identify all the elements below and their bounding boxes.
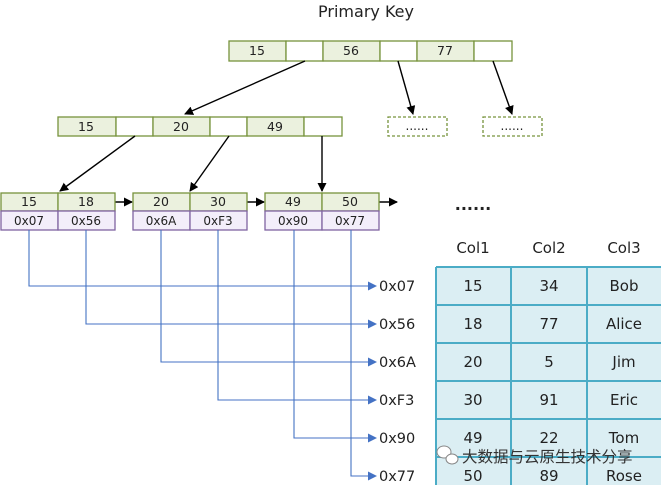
data-table: Col1 Col2 Col3 15 34 Bob 18 77 Alice 20 (435, 239, 661, 485)
leaf-key: 30 (210, 194, 226, 209)
table-cell: 20 (463, 353, 482, 371)
leaf-pointer: 0x07 (14, 214, 44, 228)
pointer-connectors (28, 230, 377, 481)
placeholder-node: ...... (482, 116, 543, 137)
table-row: 49 22 Tom (463, 429, 639, 447)
leaf-node: 49 50 0x90 0x77 (264, 192, 380, 231)
placeholder-ellipsis: ...... (406, 119, 429, 133)
address-label: 0x90 (379, 431, 415, 447)
table-cell: 91 (539, 391, 558, 409)
table-header: Col1 (456, 239, 489, 257)
internal-key: 49 (267, 119, 283, 134)
table-row: 15 34 Bob (463, 277, 638, 295)
table-row: 50 89 Rose (463, 467, 642, 485)
diagram-title: Primary Key (318, 2, 414, 21)
table-header: Col3 (607, 239, 640, 257)
leaf-pointer: 0x90 (278, 214, 308, 228)
table-cell: Jim (611, 353, 635, 371)
internal-key: 20 (173, 119, 189, 134)
leaf-key: 15 (21, 194, 37, 209)
table-cell: 89 (539, 467, 558, 485)
leaf-node: 15 18 0x07 0x56 (0, 192, 116, 231)
table-cell: 49 (463, 429, 482, 447)
leaf-key: 50 (342, 194, 358, 209)
table-cell: 50 (463, 467, 482, 485)
root-key: 77 (437, 43, 453, 58)
internal-key: 15 (78, 119, 94, 134)
table-cell: 77 (539, 315, 558, 333)
table-cell: 22 (539, 429, 558, 447)
table-cell: 34 (539, 277, 558, 295)
address-label: 0x07 (379, 279, 415, 295)
leaf-ellipsis: ...... (455, 195, 491, 214)
leaf-node: 20 30 0x6A 0xF3 (132, 192, 248, 231)
table-cell: 5 (544, 353, 554, 371)
leaf-pointer: 0xF3 (203, 214, 232, 228)
watermark-text: 大数据与云原生技术分享 (462, 448, 633, 466)
address-label: 0x6A (379, 355, 416, 371)
placeholder-node: ...... (387, 116, 448, 137)
table-cell: Bob (610, 277, 639, 295)
leaf-key: 18 (78, 194, 94, 209)
placeholder-ellipsis: ...... (501, 119, 524, 133)
table-header: Col2 (532, 239, 565, 257)
table-cell: Eric (610, 391, 638, 409)
tree-arrows (59, 60, 514, 207)
address-label: 0x77 (379, 469, 415, 485)
watermark: 大数据与云原生技术分享 (436, 445, 633, 466)
table-cell: 30 (463, 391, 482, 409)
address-label: 0x56 (379, 317, 415, 333)
leaf-pointer: 0x77 (335, 214, 365, 228)
table-cell: Tom (608, 429, 639, 447)
leaf-key: 49 (285, 194, 301, 209)
root-key: 56 (343, 43, 359, 58)
table-cell: 18 (463, 315, 482, 333)
table-cell: Alice (606, 315, 642, 333)
root-node: 15 56 77 (228, 40, 513, 62)
leaf-pointer: 0x56 (71, 214, 101, 228)
leaf-key: 20 (153, 194, 169, 209)
table-cell: 15 (463, 277, 482, 295)
address-label: 0xF3 (379, 393, 414, 409)
table-row: 18 77 Alice (463, 315, 642, 333)
internal-node: 15 20 49 (57, 116, 343, 137)
table-row: 20 5 Jim (463, 353, 635, 371)
table-cell: Rose (606, 467, 642, 485)
table-row: 30 91 Eric (463, 391, 638, 409)
wechat-icon (436, 445, 459, 465)
leaf-pointer: 0x6A (146, 214, 177, 228)
root-key: 15 (249, 43, 265, 58)
